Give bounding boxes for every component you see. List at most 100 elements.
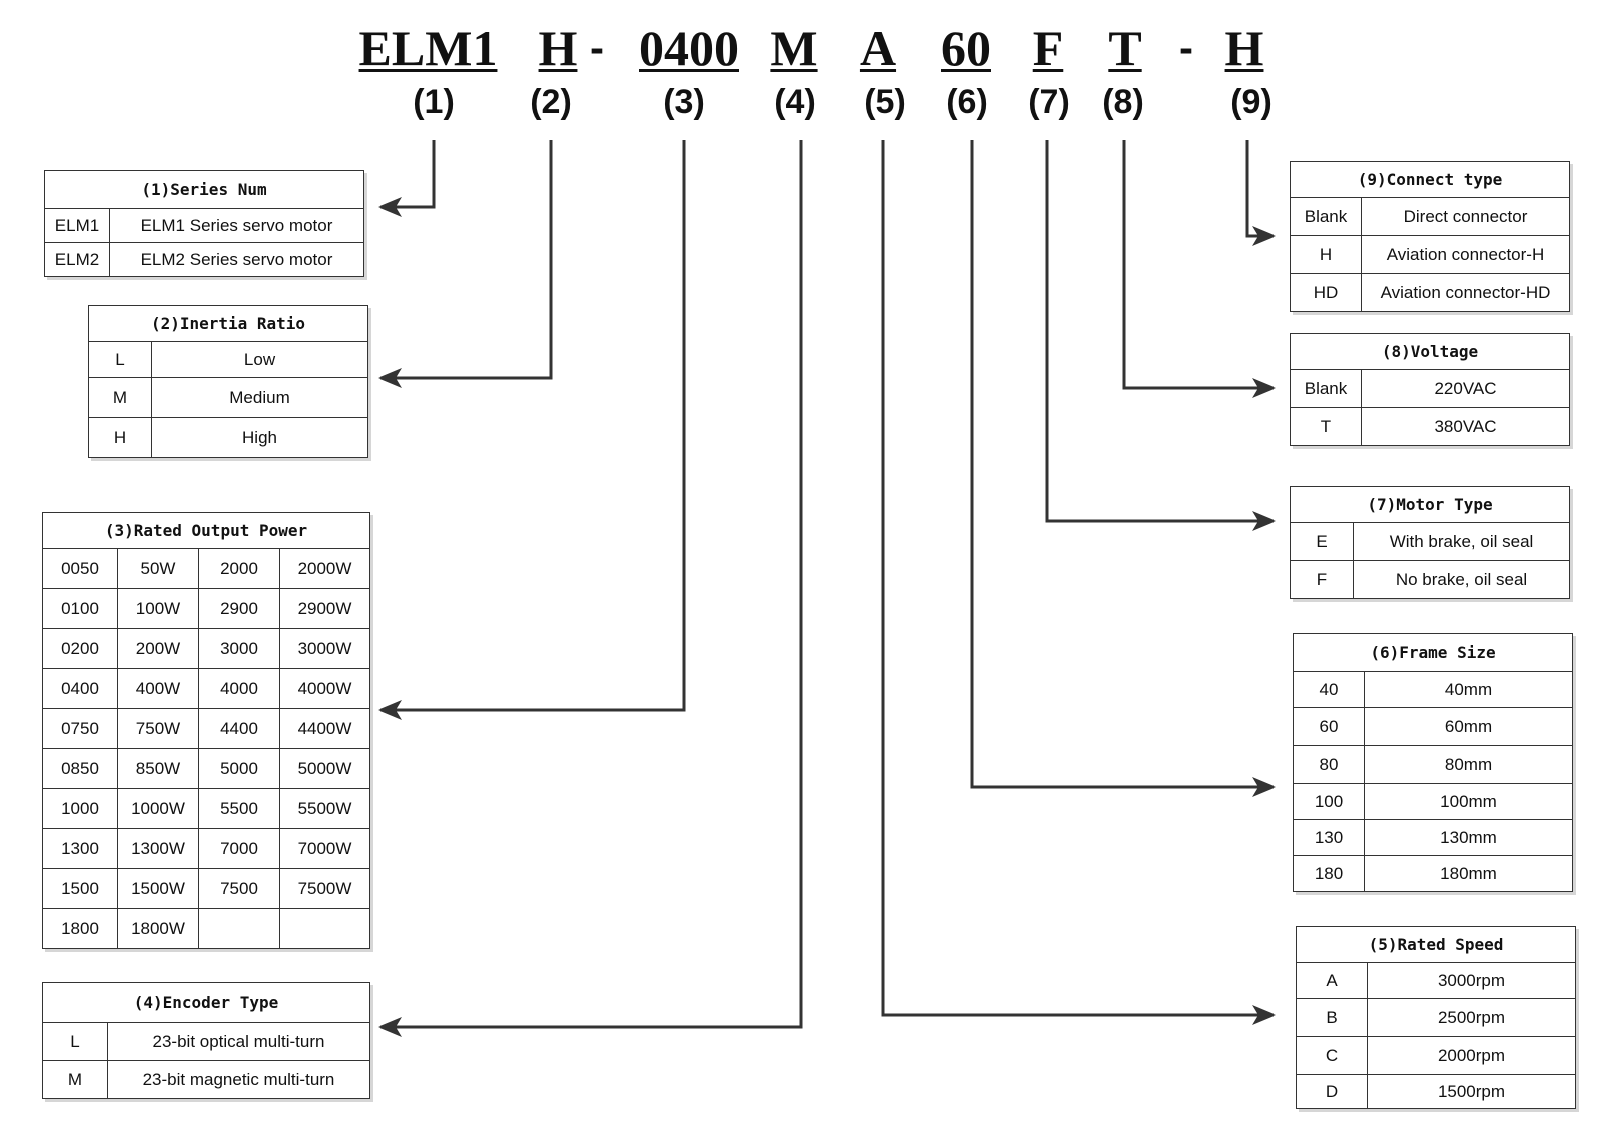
rated-speed-desc: 3000rpm [1367, 962, 1576, 999]
voltage-table-title: (8)Voltage [1290, 333, 1570, 370]
frame-size-desc: 60mm [1364, 707, 1573, 746]
connect-code: Blank [1290, 197, 1362, 236]
encoder-code: M [42, 1060, 108, 1099]
connect-desc: Direct connector [1361, 197, 1570, 236]
power-value: 7000W [279, 828, 370, 869]
series-code: ELM2 [44, 242, 110, 277]
frame-size-code: 60 [1293, 707, 1365, 746]
voltage-code: T [1290, 407, 1362, 446]
rated-speed-code: B [1296, 998, 1368, 1037]
inertia-desc: High [151, 417, 368, 458]
code-segment-connect: H [1224, 20, 1264, 76]
power-value [279, 908, 370, 949]
code-segment-series: ELM1 [358, 20, 498, 76]
code-number-5: (5) [864, 83, 906, 121]
code-segment-voltage: T [1108, 20, 1142, 76]
power-value: 100W [117, 588, 199, 629]
inertia-code: L [88, 341, 152, 378]
power-value: 850W [117, 748, 199, 789]
connector-5 [881, 140, 1276, 1025]
frame-size-desc: 80mm [1364, 745, 1573, 784]
series-desc: ELM2 Series servo motor [109, 242, 364, 277]
rated-speed-desc: 1500rpm [1367, 1074, 1576, 1109]
code-number-4: (4) [774, 83, 816, 121]
connector-3 [378, 140, 686, 720]
power-value: 5500W [279, 788, 370, 829]
motor-type-desc: With brake, oil seal [1353, 522, 1570, 561]
power-code: 5000 [198, 748, 280, 789]
power-code: 1500 [42, 868, 118, 909]
connect-table-title: (9)Connect type [1290, 161, 1570, 198]
power-table-title: (3)Rated Output Power [42, 512, 370, 549]
power-value: 4000W [279, 668, 370, 709]
code-segment-power: 0400 [639, 20, 739, 76]
code-number-9: (9) [1230, 83, 1272, 121]
inertia-table-title: (2)Inertia Ratio [88, 305, 368, 342]
rated-speed-table-title: (5)Rated Speed [1296, 926, 1576, 963]
code-number-6: (6) [946, 83, 988, 121]
frame-size-desc: 40mm [1364, 671, 1573, 708]
power-value: 5000W [279, 748, 370, 789]
encoder-desc: 23-bit optical multi-turn [107, 1022, 370, 1061]
series-desc: ELM1 Series servo motor [109, 208, 364, 243]
rated-speed-code: C [1296, 1036, 1368, 1075]
series-table-title: (1)Series Num [44, 170, 364, 209]
power-code: 1300 [42, 828, 118, 869]
power-value: 400W [117, 668, 199, 709]
code-number-7: (7) [1028, 83, 1070, 121]
power-code: 0200 [42, 628, 118, 669]
power-value: 1800W [117, 908, 199, 949]
rated-speed-code: D [1296, 1074, 1368, 1109]
power-value: 3000W [279, 628, 370, 669]
power-code: 4400 [198, 708, 280, 749]
frame-size-code: 100 [1293, 783, 1365, 820]
code-number-2: (2) [530, 83, 572, 121]
power-code: 2000 [198, 548, 280, 589]
encoder-code: L [42, 1022, 108, 1061]
code-segment-encoder: M [770, 20, 818, 76]
power-code: 0850 [42, 748, 118, 789]
voltage-desc: 220VAC [1361, 369, 1570, 408]
power-code: 0400 [42, 668, 118, 709]
motor-type-code: F [1290, 560, 1354, 599]
connector-2 [378, 140, 553, 388]
motor-type-table-title: (7)Motor Type [1290, 486, 1570, 523]
rated-speed-desc: 2000rpm [1367, 1036, 1576, 1075]
frame-size-table-title: (6)Frame Size [1293, 633, 1573, 672]
frame-size-desc: 130mm [1364, 819, 1573, 856]
power-code: 0100 [42, 588, 118, 629]
code-dash-1: - [590, 24, 604, 71]
frame-size-code: 180 [1293, 855, 1365, 892]
code-number-8: (8) [1102, 83, 1144, 121]
connect-code: HD [1290, 273, 1362, 312]
frame-size-desc: 180mm [1364, 855, 1573, 892]
power-value: 200W [117, 628, 199, 669]
encoder-table-title: (4)Encoder Type [42, 982, 370, 1023]
power-code: 1000 [42, 788, 118, 829]
motor-type-code: E [1290, 522, 1354, 561]
code-segment-inertia: H [538, 20, 578, 76]
power-value: 1000W [117, 788, 199, 829]
code-segment-speed: A [859, 20, 897, 76]
power-value: 1500W [117, 868, 199, 909]
series-code: ELM1 [44, 208, 110, 243]
connect-desc: Aviation connector-H [1361, 235, 1570, 274]
power-value: 4400W [279, 708, 370, 749]
connector-9 [1245, 140, 1276, 246]
power-code: 7500 [198, 868, 280, 909]
code-number-1: (1) [413, 83, 455, 121]
power-code: 1800 [42, 908, 118, 949]
voltage-code: Blank [1290, 369, 1362, 408]
inertia-code: H [88, 417, 152, 458]
connector-8 [1122, 140, 1276, 398]
power-value: 50W [117, 548, 199, 589]
frame-size-code: 40 [1293, 671, 1365, 708]
rated-speed-desc: 2500rpm [1367, 998, 1576, 1037]
